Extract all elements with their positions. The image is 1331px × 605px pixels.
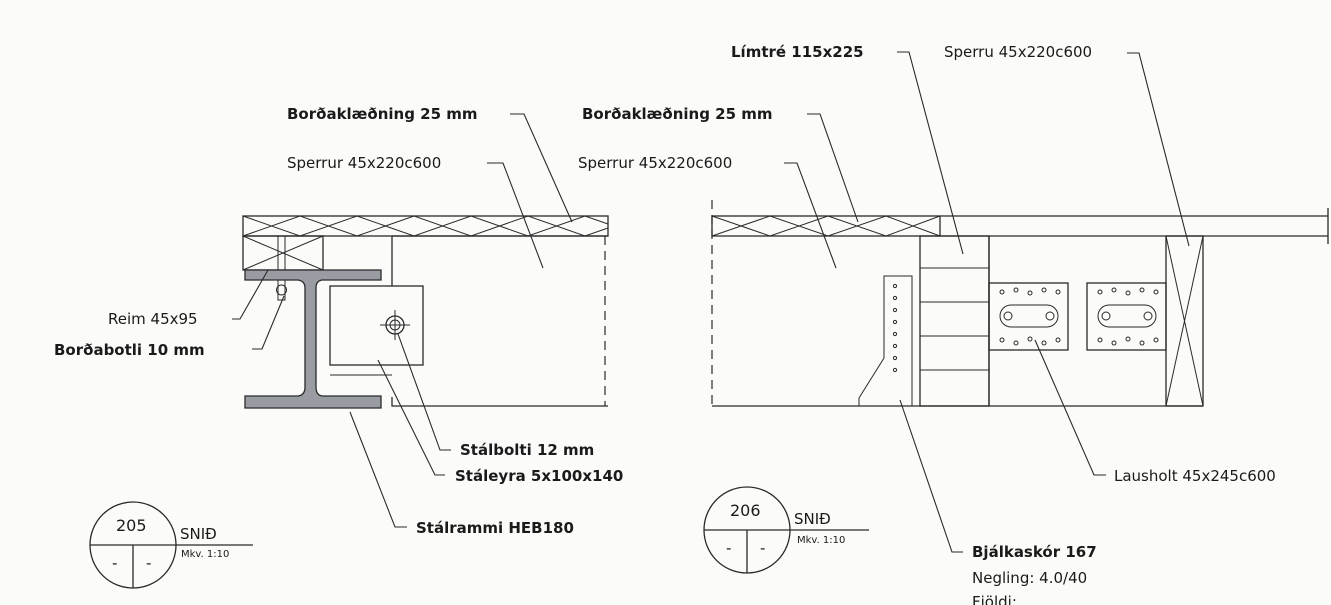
label-steel-plate: Stáleyra 5x100x140 xyxy=(455,467,623,485)
section-number-206: 206 xyxy=(730,501,761,520)
label-rafter: Sperru 45x220c600 xyxy=(944,43,1092,61)
section-marker-205: 205 - - SNIÐ Mkv. 1:10 xyxy=(89,501,253,589)
section-cell-left-206: - xyxy=(726,539,731,557)
leader-steel-frame xyxy=(349,411,407,528)
steel-bolt xyxy=(380,310,410,340)
joist-hanger xyxy=(858,275,913,407)
board-bolt xyxy=(277,235,286,301)
leader-steel-plate xyxy=(377,359,445,476)
leader-cladding-right xyxy=(807,113,859,223)
section-title-205: SNIÐ xyxy=(180,525,217,543)
leader-rafters-right xyxy=(784,162,837,269)
rafter-section-box xyxy=(1165,235,1204,407)
section-cell-right-205: - xyxy=(146,554,151,572)
label-rafters-left: Sperrur 45x220c600 xyxy=(287,154,441,172)
cladding-pattern-left xyxy=(242,215,609,237)
section-number-205: 205 xyxy=(116,516,147,535)
label-strip: Reim 45x95 xyxy=(108,310,198,328)
label-nailing: Negling: 4.0/40 xyxy=(972,569,1087,587)
section-205-drawing: Borðaklæðning 25 mm Sperrur 45x220c600 R… xyxy=(54,105,623,589)
label-loose-beam: Lausholt 45x245c600 xyxy=(1114,467,1276,485)
steel-heb-beam xyxy=(244,269,382,409)
leader-steel-bolt xyxy=(397,333,451,451)
rafter-left xyxy=(391,235,608,407)
label-rafters-right: Sperrur 45x220c600 xyxy=(578,154,732,172)
leader-board-bolt xyxy=(252,295,285,350)
label-hanger: Bjálkaskór 167 xyxy=(972,543,1097,561)
label-steel-frame: Stálrammi HEB180 xyxy=(416,519,574,537)
leader-strip xyxy=(232,269,269,320)
section-206-drawing: Límtré 115x225 Sperru 45x220c600 Borðakl… xyxy=(578,43,1329,605)
section-scale-205: Mkv. 1:10 xyxy=(181,549,229,560)
leader-hanger xyxy=(899,399,963,553)
glulam-beam xyxy=(919,235,990,407)
section-marker-206: 206 - - SNIÐ Mkv. 1:10 xyxy=(703,486,869,574)
label-cladding-left: Borðaklæðning 25 mm xyxy=(287,105,478,123)
label-board-bolt: Borðabotli 10 mm xyxy=(54,341,205,359)
connector-plate-1 xyxy=(988,282,1069,351)
leader-loose-beam xyxy=(1034,339,1106,476)
connector-plate-2 xyxy=(1086,282,1167,351)
section-cell-right-206: - xyxy=(760,539,765,557)
steel-plate xyxy=(329,285,424,366)
leader-rafter xyxy=(1127,52,1190,247)
label-glulam: Límtré 115x225 xyxy=(731,43,864,61)
leader-rafters-left xyxy=(487,162,544,269)
leader-glulam xyxy=(897,51,964,255)
cladding-boards-right xyxy=(711,215,941,237)
cladding-boards-left xyxy=(242,215,609,237)
section-title-206: SNIÐ xyxy=(794,510,831,528)
label-steel-bolt: Stálbolti 12 mm xyxy=(460,441,594,459)
label-cladding-right: Borðaklæðning 25 mm xyxy=(582,105,773,123)
label-count: Fjöldi: xyxy=(972,593,1017,605)
section-cell-left-205: - xyxy=(112,554,117,572)
leader-cladding-left xyxy=(510,113,573,223)
section-scale-206: Mkv. 1:10 xyxy=(797,535,845,546)
